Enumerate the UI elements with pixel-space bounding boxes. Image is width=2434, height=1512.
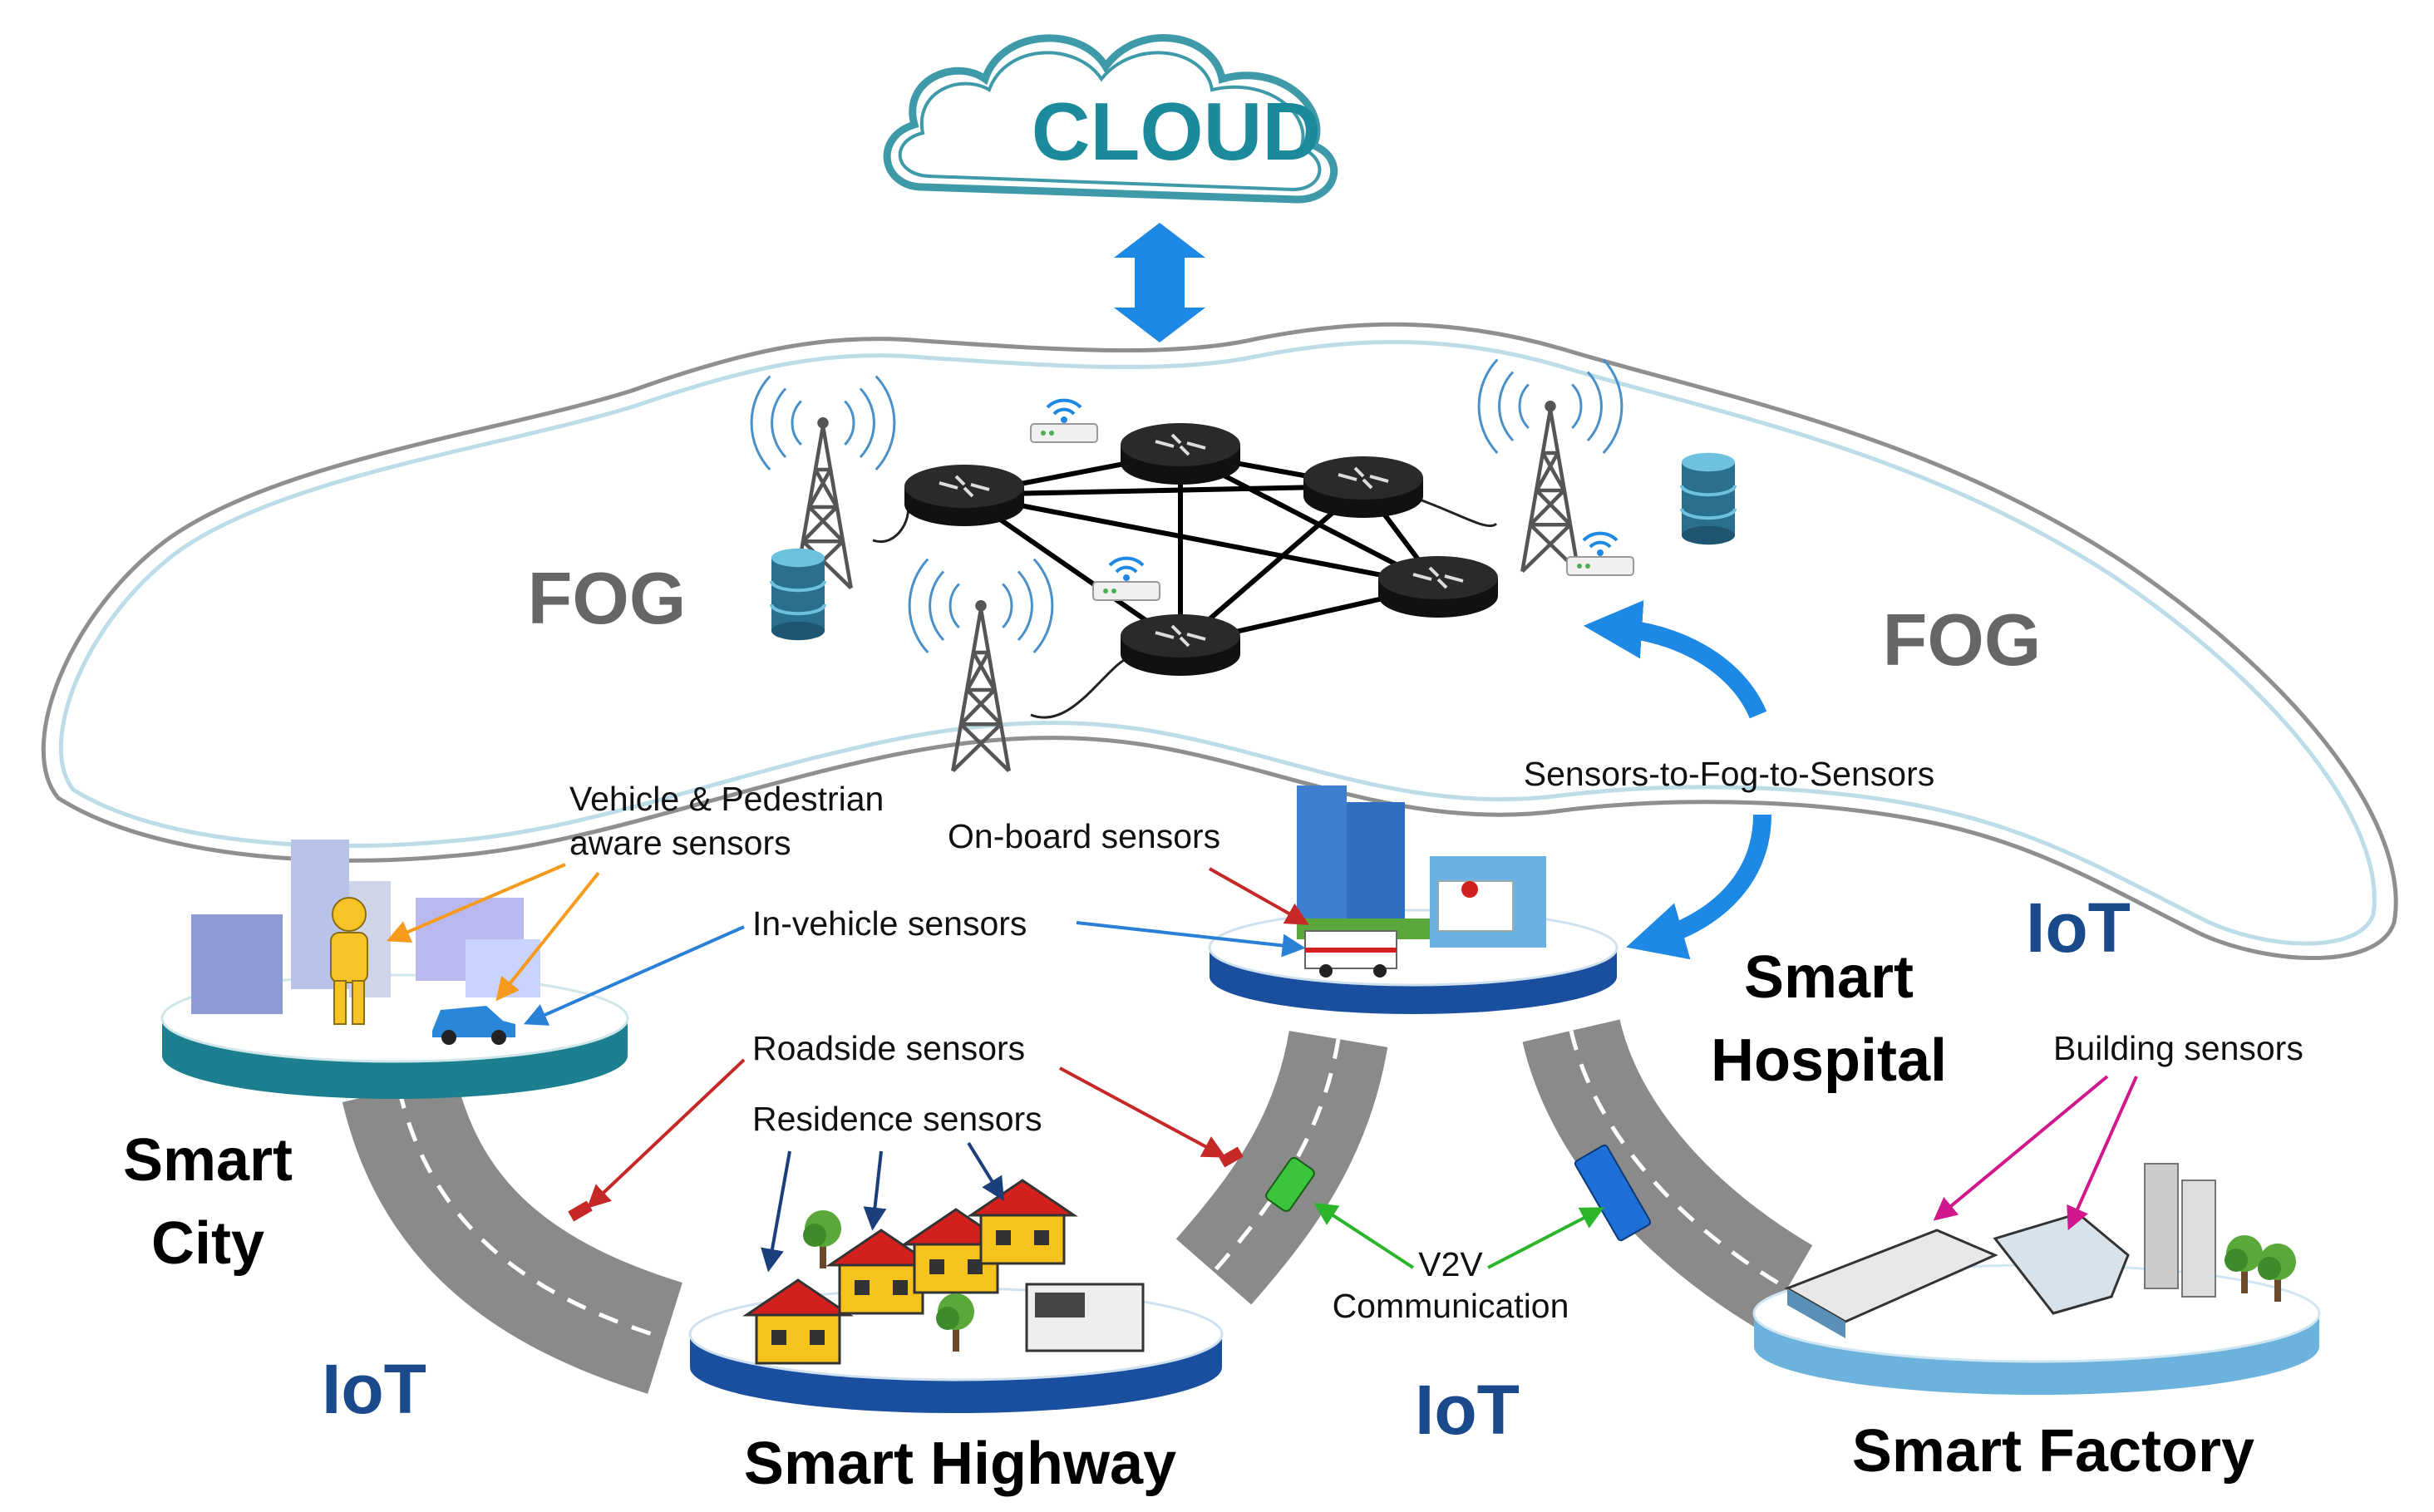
cloud-label: CLOUD bbox=[1032, 86, 1321, 177]
building-icon bbox=[1297, 786, 1546, 948]
iot-label: IoT bbox=[1415, 1371, 1520, 1449]
router-icon bbox=[1302, 455, 1425, 520]
database-icon bbox=[771, 549, 825, 640]
fog-label-left: FOG bbox=[528, 557, 687, 639]
database-icon bbox=[1682, 453, 1735, 544]
fog-boundary bbox=[41, 322, 2398, 960]
car-icon bbox=[432, 1006, 515, 1045]
router-icon bbox=[1377, 554, 1500, 619]
sensors-fog-label: Sensors-to-Fog-to-Sensors bbox=[1524, 755, 1934, 793]
router-icon bbox=[903, 463, 1026, 528]
ambulance-icon bbox=[1304, 930, 1397, 978]
residence-label: Residence sensors bbox=[752, 1100, 1042, 1138]
wifi-router-icon bbox=[1029, 398, 1099, 444]
router-icon bbox=[1119, 613, 1242, 677]
person-icon bbox=[330, 897, 368, 1025]
smart-highway-title: Smart Highway bbox=[744, 1431, 1176, 1497]
on-board-label: On-board sensors bbox=[948, 817, 1220, 855]
smart-highway-platform bbox=[688, 1179, 1224, 1413]
v2v-label: V2V bbox=[1418, 1245, 1483, 1283]
smart-city-title-2: City bbox=[151, 1210, 264, 1277]
road-city-highway bbox=[342, 1074, 683, 1394]
vehicle-pedestrian-label-2: aware sensors bbox=[569, 824, 791, 862]
in-vehicle-label: In-vehicle sensors bbox=[752, 904, 1027, 943]
building-icon bbox=[1784, 1163, 2216, 1338]
smart-city-title: Smart bbox=[123, 1127, 293, 1194]
smart-hospital-platform bbox=[1208, 786, 1619, 1014]
building-icon bbox=[191, 840, 540, 1014]
smart-hospital-title: Smart bbox=[1744, 944, 1914, 1011]
building-icon bbox=[1025, 1283, 1145, 1352]
annotation-arrows bbox=[386, 863, 2138, 1273]
smart-factory-title: Smart Factory bbox=[1852, 1418, 2254, 1485]
v2v-label-2: Communication bbox=[1333, 1287, 1569, 1325]
smart-city-platform bbox=[160, 840, 629, 1099]
fog-to-sensors-arrow bbox=[1583, 600, 1767, 719]
car-icon bbox=[1265, 1157, 1315, 1212]
truck-icon bbox=[1574, 1144, 1652, 1242]
sensors-to-fog-arrow bbox=[1626, 814, 1771, 960]
roadside-label: Roadside sensors bbox=[752, 1029, 1025, 1067]
iot-label: IoT bbox=[322, 1350, 426, 1428]
cell-tower-icon bbox=[1479, 360, 1622, 572]
building-sensors-label: Building sensors bbox=[2053, 1029, 2303, 1067]
fog-label-right: FOG bbox=[1883, 598, 2042, 681]
cloud-fog-arrow bbox=[1114, 223, 1205, 342]
roadside-sensor-icon bbox=[1219, 1146, 1244, 1168]
cloud-shape bbox=[883, 34, 1338, 204]
wifi-router-icon bbox=[1091, 556, 1161, 602]
vehicle-pedestrian-label: Vehicle & Pedestrian bbox=[569, 780, 884, 818]
road-hospital-factory bbox=[1522, 1018, 1813, 1332]
router-icon bbox=[1119, 421, 1242, 486]
smart-hospital-title-2: Hospital bbox=[1711, 1027, 1947, 1094]
smart-factory-platform bbox=[1752, 1163, 2321, 1395]
iot-label: IoT bbox=[2026, 889, 2131, 967]
roadside-sensor-icon bbox=[568, 1200, 593, 1222]
house-icon bbox=[969, 1179, 1076, 1265]
